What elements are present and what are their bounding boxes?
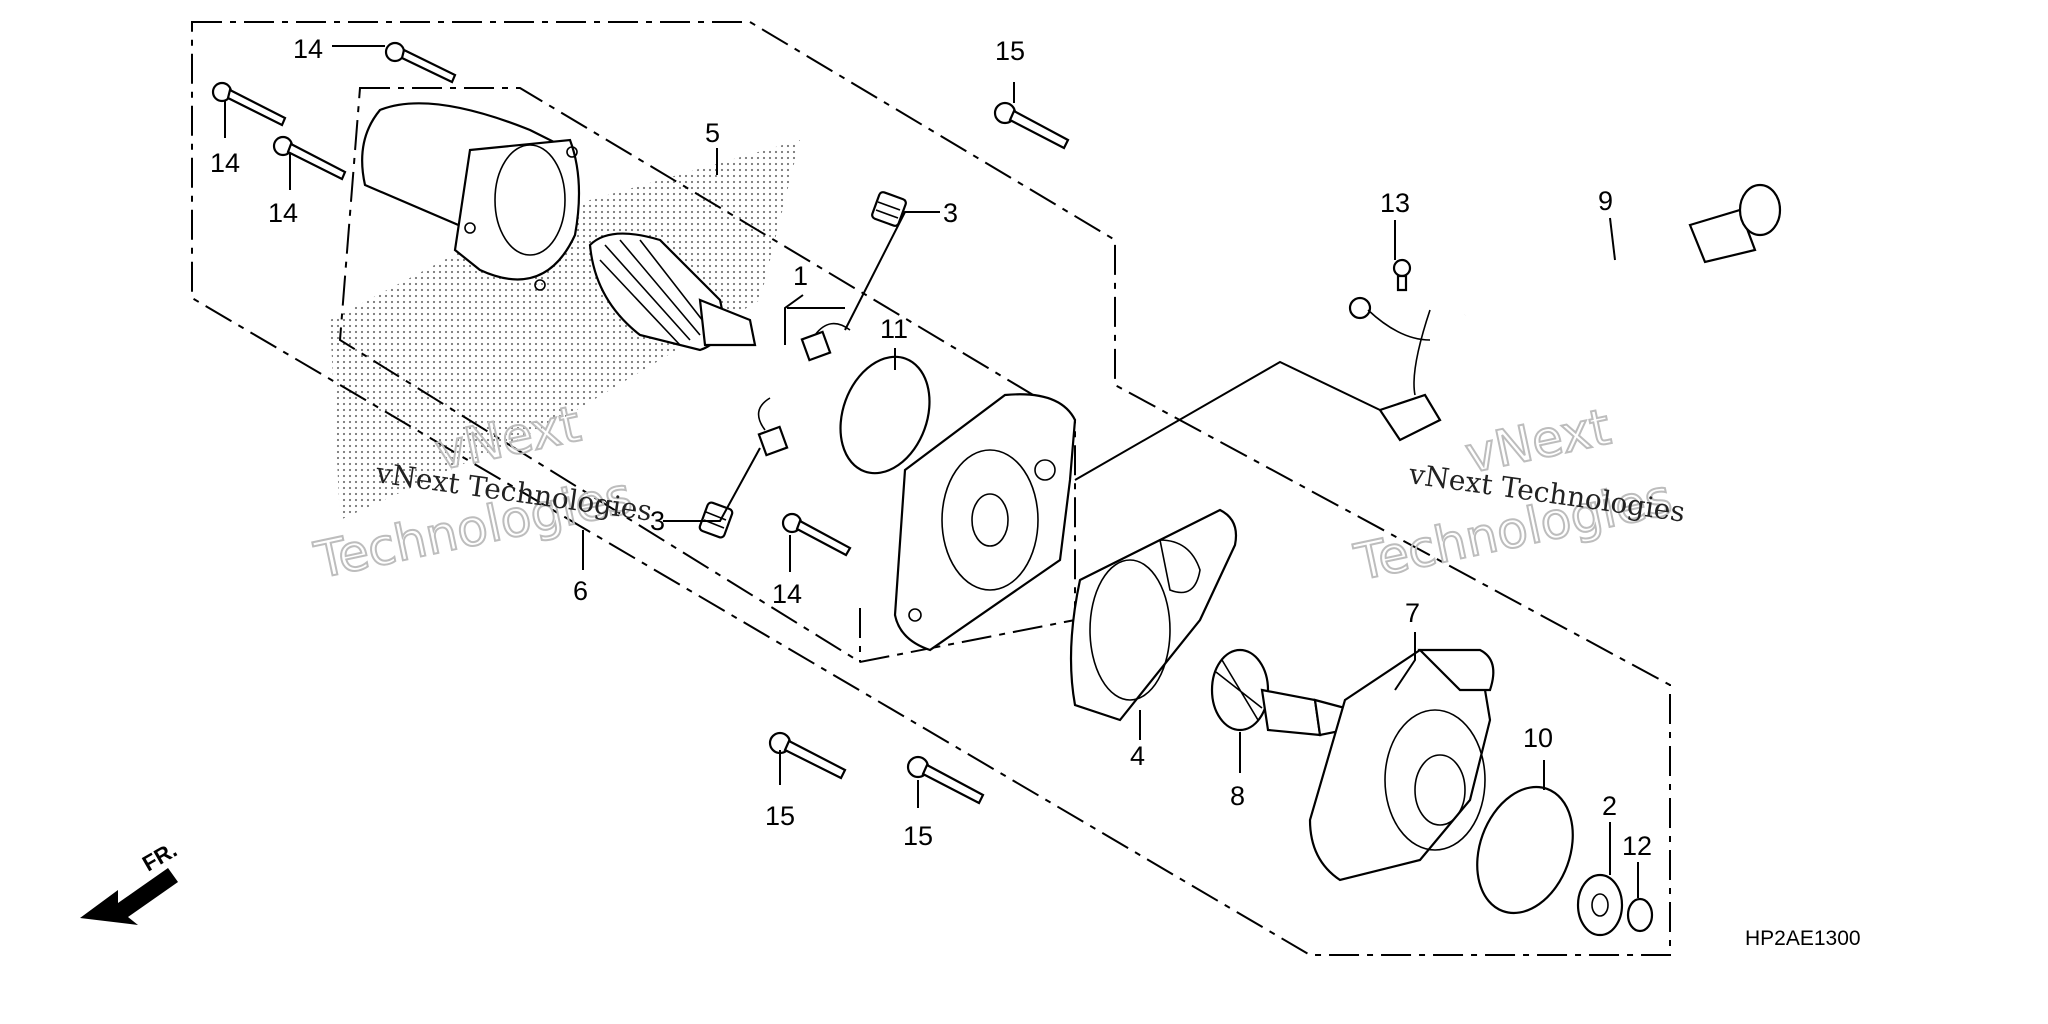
svg-text:FR.: FR.	[138, 837, 181, 876]
callout-7: 7	[1405, 598, 1420, 628]
callout-9: 9	[1598, 186, 1613, 216]
callout-14-left-upper: 14	[210, 148, 240, 178]
callout-10: 10	[1523, 723, 1553, 753]
starter-housing	[361, 102, 581, 291]
callout-3-upper: 3	[943, 198, 958, 228]
callout-15-bottom-left: 15	[765, 801, 795, 831]
callout-1: 1	[793, 261, 808, 291]
callout-3-lower: 3	[650, 506, 665, 536]
callout-14-top: 14	[293, 34, 323, 64]
bolt-14-mid	[781, 512, 852, 557]
rear-cover	[893, 393, 1077, 652]
callout-13: 13	[1380, 188, 1410, 218]
bolt-14-top	[384, 41, 457, 84]
wire-harness	[1348, 183, 1782, 442]
gasket	[1069, 508, 1238, 722]
bolt-14-left-upper	[211, 81, 287, 127]
callout-4: 4	[1130, 741, 1145, 771]
bolt-15-bottom-right	[906, 755, 985, 805]
callout-6: 6	[573, 576, 588, 606]
diagram-code: HP2AE1300	[1745, 927, 1861, 950]
o-ring-10	[1476, 785, 1574, 915]
callout-14-left-lower: 14	[268, 198, 298, 228]
bolt-14-left-lower	[272, 135, 347, 181]
callout-5: 5	[705, 118, 720, 148]
leader-to-harness	[1074, 360, 1381, 481]
gear-case-cover	[1308, 648, 1495, 882]
leader-lines	[224, 45, 1639, 898]
drive-gear	[1576, 873, 1624, 937]
bolt-15-top	[993, 101, 1070, 150]
callout-8: 8	[1230, 781, 1245, 811]
brush-spring-upper	[871, 191, 907, 227]
callout-14-mid: 14	[772, 579, 802, 609]
armature	[588, 232, 757, 352]
callout-12: 12	[1622, 831, 1652, 861]
o-ring-11	[839, 355, 931, 475]
reduction-gear	[1210, 648, 1347, 737]
callout-15-bottom-right: 15	[903, 821, 933, 851]
front-arrow: FR.	[80, 837, 181, 925]
brush-set	[757, 322, 851, 457]
callout-2: 2	[1602, 791, 1617, 821]
bolt-15-bottom-left	[768, 731, 847, 780]
shading-area	[330, 140, 800, 520]
screw-13	[1392, 258, 1412, 292]
callout-15-top: 15	[995, 36, 1025, 66]
callout-11: 11	[880, 314, 908, 344]
snap-ring	[1626, 897, 1654, 933]
